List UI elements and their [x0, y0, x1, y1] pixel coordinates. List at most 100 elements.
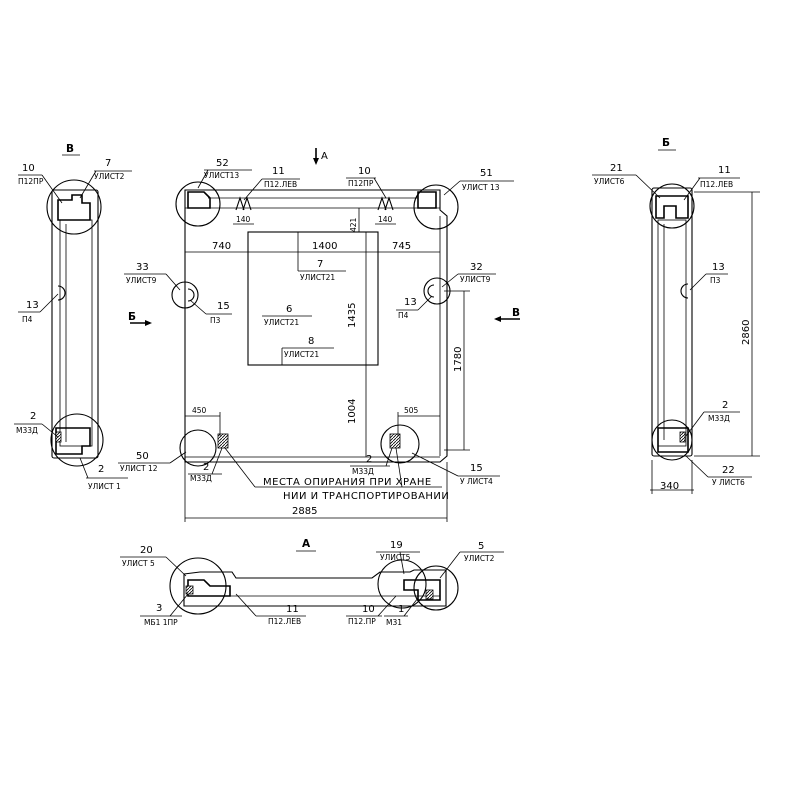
section-a-beam-outline	[183, 569, 447, 607]
main-marker-num-2: 10	[358, 166, 371, 177]
view-v-leader-1b	[79, 170, 97, 199]
view-v-leader-4b	[79, 457, 89, 479]
view-v-marker-num-4: 2	[98, 464, 104, 475]
main-marker-ref-14: У ЛИСТ4	[460, 477, 493, 486]
loop-right-a	[377, 196, 387, 211]
view-v-marker-ref-1: УЛИСТ2	[94, 172, 125, 181]
view-v-marker-ref-4: УЛИСТ 1	[88, 482, 121, 491]
view-v-marker-num-0: 10	[22, 163, 35, 174]
view-b: Б 2860 340 21 УЛИСТ6 11 П12.ЛЕВ 13 П3	[592, 137, 760, 494]
view-b-leader-2b	[689, 273, 707, 291]
main-marker-num-10: 8	[308, 336, 314, 347]
left-loop	[187, 288, 195, 302]
dim-745: 745	[392, 241, 411, 252]
main-marker-num-14: 15	[470, 463, 483, 474]
main-marker-ref-2: П12ПР	[348, 179, 374, 188]
view-v-marker-num-1: 7	[105, 158, 111, 169]
main-marker-num-1: 11	[272, 166, 285, 177]
main-marker-num-7: 13	[404, 297, 417, 308]
section-a-marker-ref-5: П12.ПР	[348, 617, 376, 626]
top-left-callout-circle	[175, 181, 221, 227]
main-leader-12b	[211, 447, 223, 475]
section-a-marker-num-4: 11	[286, 604, 299, 615]
main-leader-14b	[411, 452, 459, 477]
main-marker-ref-11: УЛИСТ 12	[120, 464, 158, 473]
section-a-marker-ref-3: МБ1 1ПР	[144, 618, 178, 627]
view-v-leader-3b	[41, 423, 59, 438]
view-b-title: Б	[662, 137, 670, 149]
main-marker-num-12: 2	[203, 462, 209, 473]
main-marker-ref-7: П4	[398, 311, 409, 320]
main-leader-0b	[197, 169, 209, 189]
section-a-left-connector	[187, 579, 231, 597]
section-a-marker-ref-2: УЛИСТ2	[464, 554, 495, 563]
view-v-leader-0b	[41, 174, 63, 204]
view-b-marker-num-3: 2	[722, 400, 728, 411]
main-marker-num-5: 32	[470, 262, 483, 273]
slab-outline	[184, 189, 448, 463]
section-a-marker-ref-0: УЛИСТ 5	[122, 559, 155, 568]
view-v-marker-ref-3: М33Д	[16, 426, 38, 435]
support-note-line1: МЕСТА ОПИРАНИЯ ПРИ ХРАНЕ	[263, 477, 432, 488]
view-v-bottom-callout-circle	[50, 413, 104, 467]
section-a-marker-num-1: 19	[390, 540, 403, 551]
view-b-bottom-callout-circle	[651, 419, 693, 461]
dim-450: 450	[192, 406, 207, 415]
section-a-leader-1b	[399, 551, 405, 575]
view-b-leader-3b	[685, 411, 705, 437]
view-b-leader-4b	[685, 455, 709, 478]
main-marker-ref-9: УЛИСТ21	[264, 318, 299, 327]
main-leader-2b	[373, 177, 387, 199]
main-leader-13b	[385, 447, 393, 467]
main-marker-ref-0: УЛИСТ13	[204, 171, 239, 180]
main-leader-4b	[165, 273, 181, 291]
section-a-left-insert	[185, 585, 194, 595]
view-b-panel-outline	[651, 187, 693, 457]
section-a-left-callout-circle	[169, 557, 227, 615]
view-v-loop	[57, 285, 66, 301]
main-marker-ref-1: П12.ЛЕВ	[264, 180, 297, 189]
main-marker-num-3: 51	[480, 168, 493, 179]
main-leader-6b	[189, 299, 207, 315]
right-loop	[427, 284, 435, 298]
view-b-marker-num-4: 22	[722, 465, 735, 476]
view-v-leader-2b	[39, 293, 59, 313]
support-note-line2: НИИ И ТРАНСПОРТИРОВАНИИ	[283, 491, 449, 502]
loop-left-a	[235, 196, 245, 211]
section-a-title: А	[302, 538, 311, 550]
main-marker-ref-10: УЛИСТ21	[284, 350, 319, 359]
view-b-marker-ref-4: У ЛИСТ6	[712, 478, 745, 487]
section-a-leader-2b	[439, 551, 461, 579]
opening-outline	[247, 231, 379, 366]
section-a-marker-num-2: 5	[478, 541, 484, 552]
dim-421: 421	[349, 217, 358, 232]
view-v-panel-outline	[51, 189, 99, 459]
section-a-leader-5b	[377, 595, 397, 617]
dim-140a: 140	[236, 215, 251, 224]
top-left-connector	[187, 191, 211, 209]
section-a-marker-num-6: 1	[398, 604, 404, 615]
bottom-left-callout-circle	[179, 429, 217, 467]
section-a-marker-ref-4: П12.ЛЕВ	[268, 617, 301, 626]
top-right-connector	[417, 191, 437, 209]
view-b-marker-num-1: 11	[718, 165, 731, 176]
section-a-leader-0b	[165, 556, 187, 577]
view-v-top-callout-circle	[46, 179, 102, 235]
dim-2885: 2885	[292, 506, 317, 517]
view-v-marker-ref-0: П12ПР	[18, 177, 44, 186]
section-v-label: В	[512, 307, 520, 319]
main-marker-num-0: 52	[216, 158, 229, 169]
dim-1004: 1004	[347, 399, 358, 424]
loop-right-b	[384, 196, 394, 211]
main-marker-ref-8: УЛИСТ21	[300, 273, 335, 282]
main-leader-1b	[243, 178, 263, 201]
section-a-view: А 20 УЛИСТ 5 19 УЛИСТ5 5 УЛИСТ2 3 МБ1 1П…	[120, 538, 504, 627]
support-pad-right	[389, 433, 401, 449]
view-b-loop	[680, 283, 689, 299]
support-pad-left	[217, 433, 229, 449]
view-b-leader-1b	[683, 177, 701, 201]
main-leader-3b	[443, 180, 461, 196]
main-marker-num-11: 50	[136, 451, 149, 462]
view-v-marker-ref-2: П4	[22, 315, 33, 324]
